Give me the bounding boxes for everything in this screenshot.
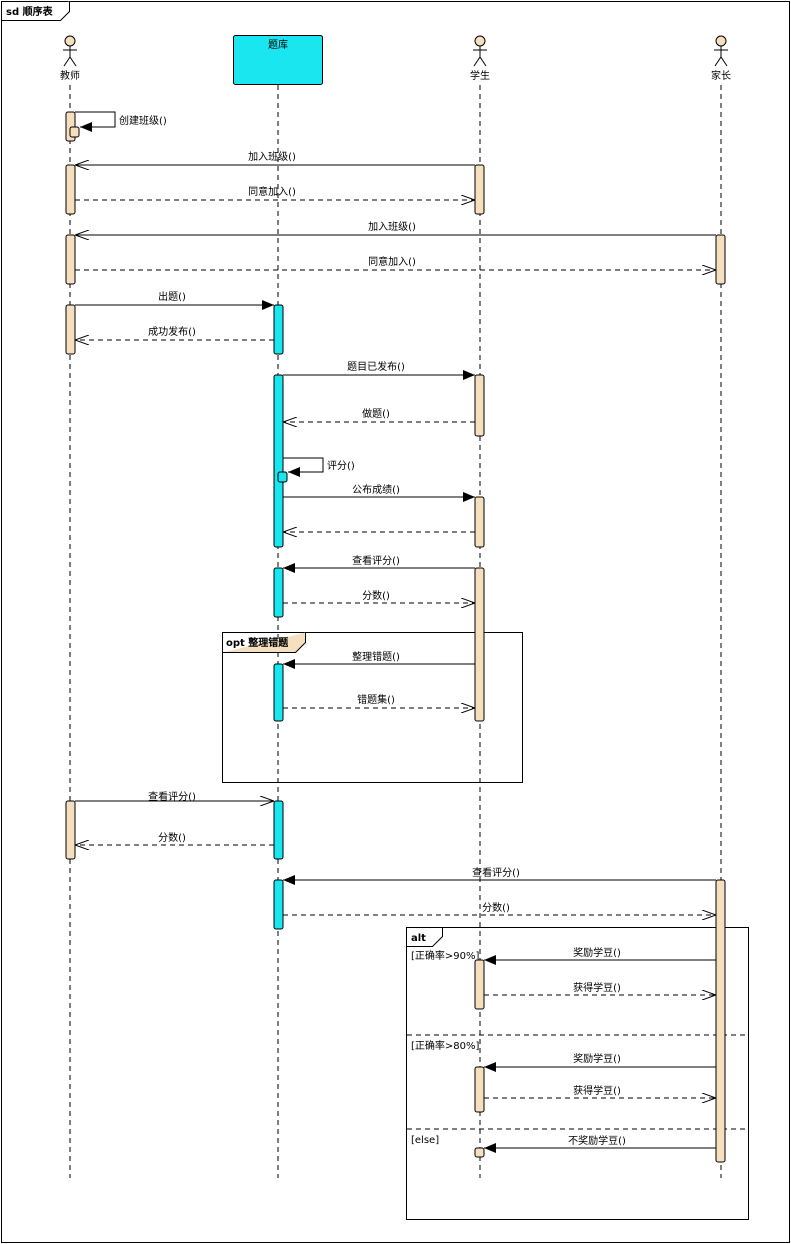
lifeline-name-student: 学生 — [470, 69, 490, 82]
message-join-class-parent: 加入班级() — [75, 221, 716, 235]
message-do-questions: 做题() — [283, 407, 475, 422]
message-label: 获得学豆() — [573, 1084, 621, 1097]
activation-bar — [273, 800, 284, 860]
activation-bar — [65, 164, 76, 215]
parent-actor-icon — [714, 35, 728, 67]
activation-bar — [474, 1147, 485, 1158]
message-organize-mistakes: 整理错题() — [283, 650, 475, 669]
message-mistake-set: 错题集() — [283, 693, 475, 708]
message-label: 题目已发布() — [347, 360, 405, 373]
alt-guard-2: [正确率>80%] — [411, 1039, 480, 1052]
alt-guard-3: [else] — [411, 1135, 439, 1146]
message-label: 分数() — [362, 589, 390, 602]
message-view-grade-student: 查看评分() — [283, 554, 475, 573]
message-label: 做题() — [362, 407, 390, 420]
message-questions-published: 题目已发布() — [283, 360, 475, 380]
activation-bar — [65, 304, 76, 355]
message-label: 加入班级() — [368, 221, 416, 233]
activation-bar — [474, 496, 485, 548]
fragment-opt: opt 整理错题 — [222, 632, 523, 783]
message-label: 分数() — [158, 831, 186, 844]
activations-teacher — [65, 111, 80, 860]
activations-parent — [715, 234, 726, 1163]
message-create-class: 创建班级() — [75, 111, 167, 132]
lifeline-name-parent: 家长 — [711, 69, 731, 82]
activation-bar — [277, 471, 288, 483]
message-label: 分数() — [482, 901, 510, 914]
activation-bar — [273, 663, 284, 722]
message-agree-join-student: 同意加入() — [75, 185, 475, 200]
message-grade: 评分() — [283, 457, 355, 477]
message-label: 奖励学豆() — [573, 946, 621, 959]
activation-bar — [715, 879, 726, 1163]
message-score-student: 分数() — [283, 589, 475, 603]
activation-bar — [69, 126, 80, 138]
activations-student — [474, 164, 485, 1158]
alt-guard-1: [正确率>90%] — [411, 949, 480, 962]
activations-bank — [273, 304, 288, 930]
message-label: 查看评分() — [352, 554, 400, 567]
message-label: 创建班级() — [119, 114, 167, 127]
fragment-opt-label: opt 整理错题 — [226, 636, 289, 649]
message-label: 获得学豆() — [573, 981, 621, 994]
message-label: 公布成绩() — [352, 483, 400, 496]
activation-bar — [474, 1066, 485, 1113]
message-label: 查看评分() — [472, 866, 520, 879]
message-no-reward-beans: 不奖励学豆() — [484, 1134, 716, 1153]
message-label: 同意加入() — [248, 185, 296, 198]
message-publish-scores: 公布成绩() — [283, 483, 475, 502]
message-agree-join-parent: 同意加入() — [75, 255, 716, 270]
message-score-teacher: 分数() — [75, 831, 274, 845]
activation-bar — [474, 374, 485, 437]
message-label: 加入班级() — [248, 151, 296, 163]
message-label: 出题() — [158, 290, 186, 303]
lifeline-box-bank — [233, 35, 323, 85]
activation-bar — [65, 800, 76, 860]
message-label: 奖励学豆() — [573, 1052, 621, 1065]
message-view-grade-parent: 查看评分() — [283, 866, 716, 885]
message-publish-success: 成功发布() — [75, 325, 274, 340]
activation-bar — [65, 234, 76, 285]
message-reward-beans-1: 奖励学豆() — [484, 946, 716, 965]
message-set-questions: 出题() — [75, 290, 274, 310]
fragment-alt: alt [正确率>90%] [正确率>80%] [else] — [406, 927, 749, 1220]
message-label: 整理错题() — [352, 650, 400, 663]
activation-bar — [474, 164, 485, 215]
student-actor-icon — [473, 35, 487, 67]
activation-bar — [273, 567, 284, 618]
teacher-actor-icon — [63, 35, 77, 67]
message-get-beans-1: 获得学豆() — [484, 981, 716, 995]
message-join-class-student: 加入班级() — [75, 151, 475, 165]
message-view-grade-teacher: 查看评分() — [75, 790, 274, 803]
message-get-beans-2: 获得学豆() — [484, 1084, 716, 1098]
lifeline-bank: 题库 — [233, 35, 323, 1178]
activation-bar — [474, 567, 485, 722]
fragment-alt-label: alt — [411, 933, 426, 944]
activation-bar — [273, 879, 284, 930]
activation-bar — [273, 304, 284, 355]
message-label: 评分() — [327, 460, 355, 472]
message-label: 查看评分() — [148, 790, 196, 803]
activation-bar — [273, 374, 284, 548]
message-reward-beans-2: 奖励学豆() — [484, 1052, 716, 1072]
lifeline-name-bank: 题库 — [268, 38, 288, 51]
message-label: 成功发布() — [148, 325, 196, 338]
message-label: 错题集() — [357, 693, 395, 706]
message-label: 同意加入() — [368, 255, 416, 268]
message-score-parent: 分数() — [283, 901, 716, 915]
diagram-frame-title: sd 顺序表 — [6, 5, 54, 18]
activation-bar — [715, 234, 726, 285]
lifeline-name-teacher: 教师 — [60, 69, 80, 82]
message-label: 不奖励学豆() — [568, 1134, 626, 1147]
activation-bar — [474, 959, 485, 1010]
